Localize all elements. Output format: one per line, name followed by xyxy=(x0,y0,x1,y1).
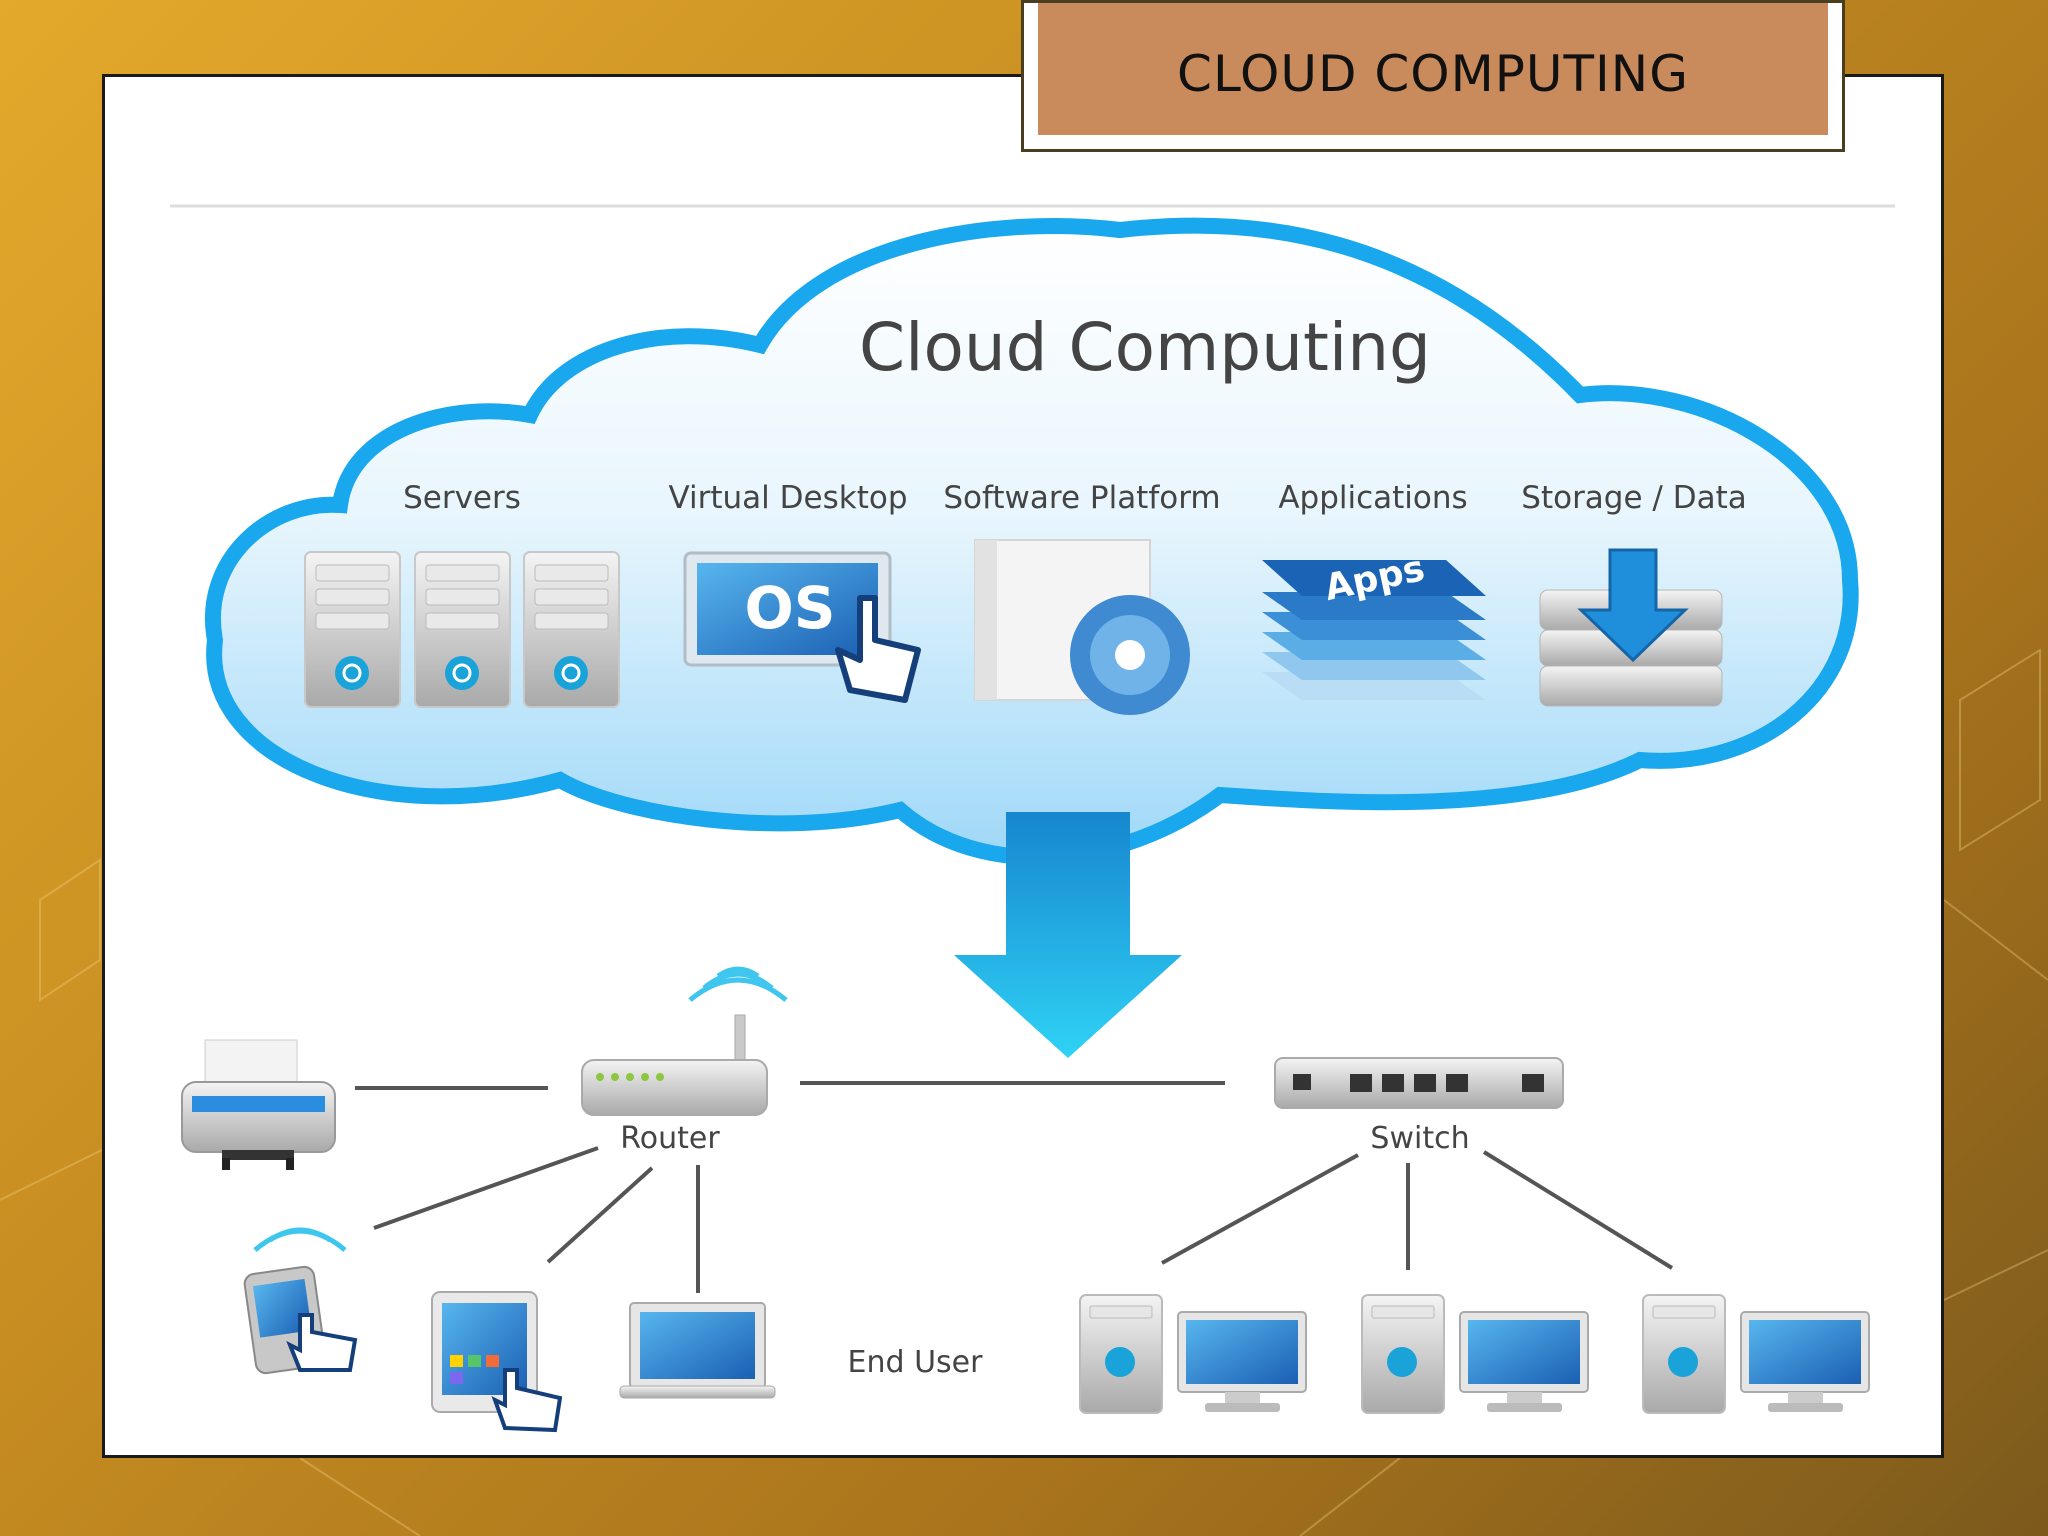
title-banner-fill: CLOUD COMPUTING xyxy=(1038,3,1828,135)
servers-icon xyxy=(304,551,620,708)
applications-icon: Apps xyxy=(1262,548,1486,700)
router-icon xyxy=(581,966,788,1116)
phone-wifi-icon xyxy=(253,1227,347,1252)
desktop-computer-icon-3 xyxy=(1642,1294,1870,1414)
printer-icon xyxy=(181,1039,336,1170)
network-lines xyxy=(355,1081,1674,1293)
switch-label: Switch xyxy=(1370,1121,1469,1156)
switch-icon xyxy=(1274,1057,1564,1109)
cloud-title: Cloud Computing xyxy=(859,309,1431,386)
virtual-desktop-label: Virtual Desktop xyxy=(669,480,908,516)
router-wifi-icon xyxy=(688,966,788,1002)
phone-icon xyxy=(243,1227,358,1375)
virtual-desktop-icon: OS xyxy=(683,551,921,703)
end-user-label: End User xyxy=(848,1345,984,1380)
servers-label: Servers xyxy=(403,480,521,516)
os-text: OS xyxy=(744,574,835,642)
applications-label: Applications xyxy=(1278,480,1467,516)
storage-data-label: Storage / Data xyxy=(1521,480,1746,516)
software-platform-icon xyxy=(974,539,1190,715)
router-label: Router xyxy=(620,1121,720,1156)
software-platform-label: Software Platform xyxy=(943,480,1220,516)
laptop-icon xyxy=(619,1302,776,1399)
download-arrow-icon xyxy=(1577,548,1689,663)
tablet-icon xyxy=(431,1291,563,1433)
desktop-computer-icon-1 xyxy=(1079,1294,1307,1414)
desktop-computer-icon-2 xyxy=(1361,1294,1589,1414)
cloud-to-network-arrow xyxy=(954,812,1182,1058)
storage-data-icon xyxy=(1539,548,1723,707)
title-banner: CLOUD COMPUTING xyxy=(1021,0,1845,152)
slide-title: CLOUD COMPUTING xyxy=(1177,45,1689,103)
